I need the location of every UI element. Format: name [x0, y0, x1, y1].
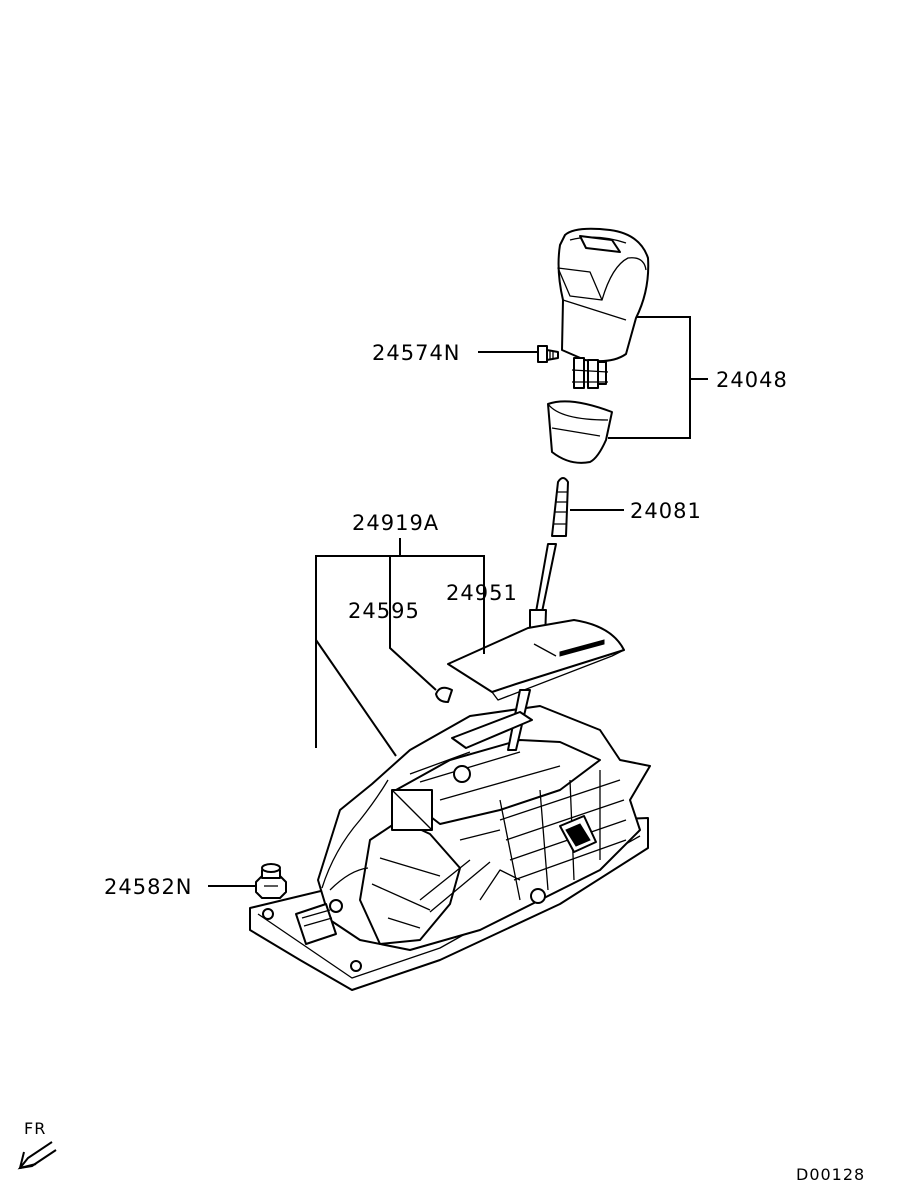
lever-rod[interactable]	[529, 477, 569, 641]
bracket-knob	[608, 316, 691, 439]
indicator-cover[interactable]	[447, 619, 625, 701]
leader-bulb	[389, 556, 437, 691]
label-indicator-bulb: 24595	[348, 599, 420, 623]
diagram-code: D00128	[796, 1165, 865, 1184]
direction-marker: FR	[24, 1119, 46, 1138]
shifter-base[interactable]	[249, 689, 651, 991]
indicator-bulb[interactable]	[435, 686, 453, 703]
label-indicator-cover: 24951	[446, 581, 518, 605]
mount-nut[interactable]	[255, 863, 287, 899]
label-shifter-assembly: 24919A	[352, 511, 439, 535]
front-arrow-icon	[17, 1141, 57, 1170]
label-lever-rod: 24081	[630, 499, 702, 523]
label-knob-screw: 24574N	[372, 341, 461, 365]
leader-shifter-diag	[315, 639, 397, 757]
knob-cover[interactable]	[547, 400, 613, 464]
label-mount-nut: 24582N	[104, 875, 193, 899]
screw[interactable]	[537, 345, 559, 363]
shift-knob[interactable]	[557, 227, 650, 389]
label-knob-assembly: 24048	[716, 368, 788, 392]
